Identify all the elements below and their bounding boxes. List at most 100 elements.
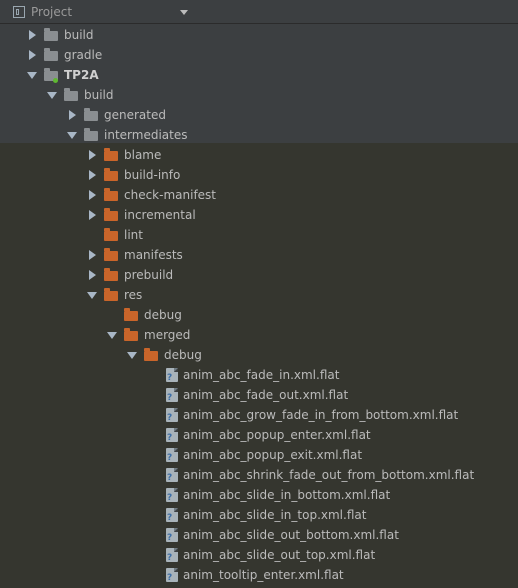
unknown-file-icon (166, 368, 178, 383)
tree-node-build-info[interactable]: build-info (0, 165, 518, 185)
view-dropdown-caret-icon[interactable] (180, 10, 188, 15)
tree-node-res-debug[interactable]: debug (0, 305, 518, 325)
tree-node-lint[interactable]: lint (0, 225, 518, 245)
excluded-folder-icon (124, 308, 138, 321)
project-panel-header[interactable]: Project (0, 0, 518, 24)
file-label: anim_abc_slide_in_top.xml.flat (183, 508, 367, 522)
tree-node-intermediates[interactable]: intermediates (0, 125, 518, 145)
node-label: TP2A (64, 68, 99, 82)
file-label: anim_abc_popup_exit.xml.flat (183, 448, 363, 462)
file-label: anim_abc_slide_out_bottom.xml.flat (183, 528, 399, 542)
tree-node-res[interactable]: res (0, 285, 518, 305)
collapsed-arrow-icon[interactable] (26, 29, 38, 41)
node-label: build (64, 28, 94, 42)
tree-node-build[interactable]: build (0, 85, 518, 105)
no-arrow-spacer (106, 309, 118, 321)
collapsed-arrow-icon[interactable] (86, 209, 98, 221)
tree-file-item[interactable]: anim_abc_slide_out_bottom.xml.flat (0, 525, 518, 545)
tree-node-build-top[interactable]: build (0, 25, 518, 45)
expanded-arrow-icon[interactable] (86, 289, 98, 301)
excluded-folder-icon (104, 248, 118, 261)
node-label: res (124, 288, 143, 302)
file-label: anim_abc_grow_fade_in_from_bottom.xml.fl… (183, 408, 459, 422)
folder-icon (44, 28, 58, 41)
unknown-file-icon (166, 468, 178, 483)
folder-icon (84, 108, 98, 121)
unknown-file-icon (166, 548, 178, 563)
tree-file-item[interactable]: anim_abc_slide_in_top.xml.flat (0, 505, 518, 525)
file-label: anim_abc_shrink_fade_out_from_bottom.xml… (183, 468, 475, 482)
excluded-folder-icon (104, 268, 118, 281)
project-tree[interactable]: build gradle TP2A build generated interm… (0, 25, 518, 585)
excluded-folder-icon (124, 328, 138, 341)
tree-node-blame[interactable]: blame (0, 145, 518, 165)
expanded-arrow-icon[interactable] (26, 69, 38, 81)
unknown-file-icon (166, 528, 178, 543)
file-label: anim_abc_fade_in.xml.flat (183, 368, 340, 382)
tree-file-item[interactable]: anim_abc_grow_fade_in_from_bottom.xml.fl… (0, 405, 518, 425)
file-label: anim_abc_slide_in_bottom.xml.flat (183, 488, 391, 502)
collapsed-arrow-icon[interactable] (86, 269, 98, 281)
node-label: debug (164, 348, 202, 362)
collapsed-arrow-icon[interactable] (86, 249, 98, 261)
tree-node-check-manifest[interactable]: check-manifest (0, 185, 518, 205)
tree-file-item[interactable]: anim_abc_popup_enter.xml.flat (0, 425, 518, 445)
collapsed-arrow-icon[interactable] (86, 169, 98, 181)
collapsed-arrow-icon[interactable] (86, 189, 98, 201)
tree-background-top (0, 25, 518, 143)
file-label: anim_abc_popup_enter.xml.flat (183, 428, 371, 442)
excluded-folder-icon (104, 208, 118, 221)
tree-node-prebuild[interactable]: prebuild (0, 265, 518, 285)
node-label: merged (144, 328, 191, 342)
tree-file-item[interactable]: anim_abc_slide_in_bottom.xml.flat (0, 485, 518, 505)
excluded-folder-icon (104, 168, 118, 181)
tree-node-merged-debug[interactable]: debug (0, 345, 518, 365)
excluded-folder-icon (104, 188, 118, 201)
node-label: generated (104, 108, 166, 122)
tree-file-item[interactable]: anim_abc_fade_in.xml.flat (0, 365, 518, 385)
expanded-arrow-icon[interactable] (46, 89, 58, 101)
tree-node-incremental[interactable]: incremental (0, 205, 518, 225)
no-arrow-spacer (86, 229, 98, 241)
excluded-folder-icon (104, 148, 118, 161)
tree-node-generated[interactable]: generated (0, 105, 518, 125)
panel-title: Project (31, 4, 73, 19)
excluded-folder-icon (104, 228, 118, 241)
node-label: gradle (64, 48, 103, 62)
expanded-arrow-icon[interactable] (106, 329, 118, 341)
unknown-file-icon (166, 408, 178, 423)
unknown-file-icon (166, 428, 178, 443)
unknown-file-icon (166, 388, 178, 403)
module-folder-icon (44, 68, 58, 83)
expanded-arrow-icon[interactable] (66, 129, 78, 141)
node-label: manifests (124, 248, 183, 262)
tree-file-item[interactable]: anim_abc_shrink_fade_out_from_bottom.xml… (0, 465, 518, 485)
collapsed-arrow-icon[interactable] (86, 149, 98, 161)
file-label: anim_abc_fade_out.xml.flat (183, 388, 349, 402)
tree-node-tp2a[interactable]: TP2A (0, 65, 518, 85)
tree-node-gradle[interactable]: gradle (0, 45, 518, 65)
node-label: blame (124, 148, 162, 162)
node-label: intermediates (104, 128, 188, 142)
tree-background-bottom (0, 143, 518, 588)
module-indicator-icon (53, 78, 58, 83)
tree-file-item[interactable]: anim_abc_fade_out.xml.flat (0, 385, 518, 405)
node-label: build-info (124, 168, 181, 182)
unknown-file-icon (166, 568, 178, 583)
project-view-icon (13, 5, 25, 18)
expanded-arrow-icon[interactable] (126, 349, 138, 361)
file-label: anim_abc_slide_out_top.xml.flat (183, 548, 376, 562)
tree-file-item[interactable]: anim_tooltip_enter.xml.flat (0, 565, 518, 585)
tree-node-merged[interactable]: merged (0, 325, 518, 345)
collapsed-arrow-icon[interactable] (66, 109, 78, 121)
tree-file-item[interactable]: anim_abc_popup_exit.xml.flat (0, 445, 518, 465)
folder-icon (84, 128, 98, 141)
file-label: anim_tooltip_enter.xml.flat (183, 568, 344, 582)
tree-node-manifests[interactable]: manifests (0, 245, 518, 265)
collapsed-arrow-icon[interactable] (26, 49, 38, 61)
folder-icon (64, 88, 78, 101)
tree-file-item[interactable]: anim_abc_slide_out_top.xml.flat (0, 545, 518, 565)
node-label: prebuild (124, 268, 174, 282)
node-label: check-manifest (124, 188, 217, 202)
unknown-file-icon (166, 488, 178, 503)
